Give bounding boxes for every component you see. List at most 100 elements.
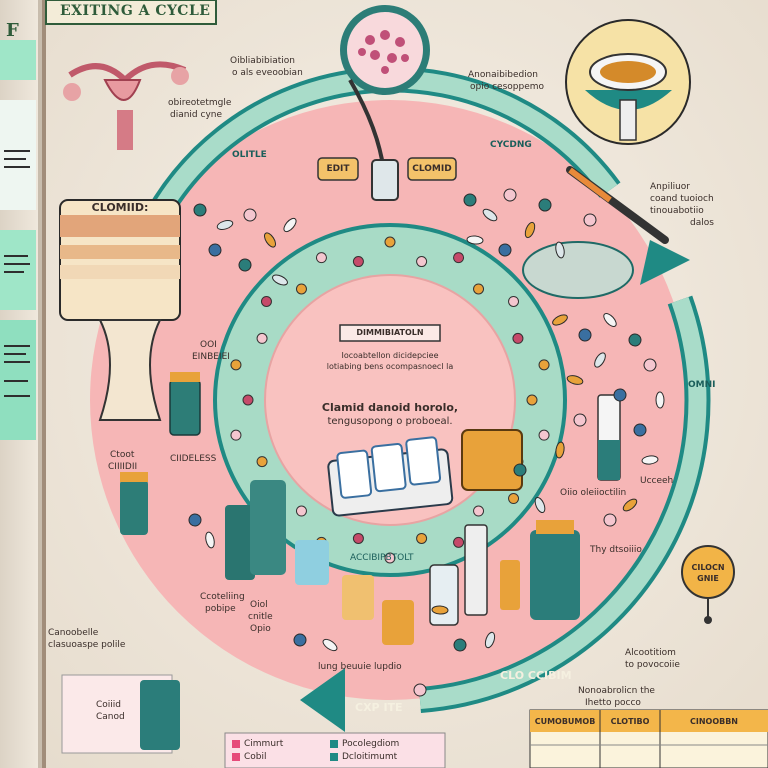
legend-item-2: Cobil	[244, 752, 267, 762]
label-uterus-1: obireotetmgle	[168, 98, 232, 108]
bead	[538, 429, 550, 441]
pill	[503, 188, 517, 202]
center-header-box	[339, 324, 441, 342]
pill	[272, 274, 288, 286]
label-bottom-left-pills-2: pobipe	[205, 604, 236, 614]
vial-bottles	[61, 372, 621, 754]
bead	[295, 283, 307, 295]
pill	[622, 498, 638, 512]
label-left-vial-1: Ctoot	[110, 450, 135, 460]
label-mid-left-1: OOI	[200, 340, 217, 350]
pill	[482, 208, 498, 222]
pill	[583, 213, 597, 227]
label-alocoat-1: Alcootitiom	[625, 648, 676, 658]
legend-item-1: Cimmurt	[244, 739, 284, 749]
pill	[534, 496, 546, 514]
tag-clomid	[407, 157, 457, 181]
ring-outer-left: OLITLE	[232, 150, 267, 160]
tag-edit-label: EDIT	[326, 164, 350, 174]
legend-item-4: Dcloitimumt	[342, 752, 398, 762]
pill	[603, 313, 617, 327]
label-bottom-teal-1: Canoobelle	[48, 628, 99, 638]
ring-bottom-right-arrow: CLO CCIBIM	[500, 669, 572, 682]
label-alocoat-2: to povocoiie	[625, 660, 680, 670]
label-right-panel-1: Anpiliuor	[650, 182, 690, 192]
scattered-pills	[188, 188, 665, 697]
label-top-right-2: opio cesoppemo	[470, 82, 545, 92]
bottom-legend	[224, 732, 446, 768]
pill	[205, 531, 215, 549]
bead	[453, 536, 465, 548]
bead	[508, 295, 520, 307]
label-bottom-left-pills-1: Ccoteliing	[200, 592, 245, 602]
pill	[264, 232, 276, 248]
pill	[566, 375, 584, 385]
bead	[230, 359, 242, 371]
tag-clomiid-label: CLOMIID:	[91, 201, 149, 214]
center-disc	[264, 274, 516, 526]
pill	[431, 605, 449, 615]
pill	[413, 683, 427, 697]
pill	[208, 243, 222, 257]
pill	[538, 198, 552, 212]
label-right-panel-3: tinouabotiio	[650, 206, 704, 216]
right-pill-tray	[522, 166, 669, 299]
arrowhead-right	[640, 240, 690, 285]
label-bottom-center-1: Oiol	[250, 600, 268, 610]
center-header: DIMMIBIATOLN	[356, 328, 424, 337]
label-right-mid-2: Ucceeh	[640, 476, 674, 486]
bead	[352, 532, 364, 544]
pill	[641, 455, 659, 465]
label-bottom-left-box-1: Coiiid	[96, 700, 122, 710]
bead	[242, 394, 254, 406]
pill	[555, 441, 565, 459]
label-uterus-2: dianid cyne	[170, 110, 223, 120]
label-bottom-left-box-2: Canod	[96, 712, 125, 722]
center-subtext-1: Iocoabtellon dicidepciee	[341, 351, 439, 360]
pill	[283, 217, 297, 233]
label-right-mid-1: Oiio oleiioctilin	[560, 488, 627, 498]
bead	[384, 552, 396, 564]
pill	[193, 203, 207, 217]
top-right-bowl	[565, 19, 691, 145]
label-bottom-right-2: Ihetto pocco	[585, 698, 641, 708]
pill	[498, 243, 512, 257]
label-bottom-teal-2: clasuoaspe polile	[48, 640, 126, 650]
center-subtext-2: lotiabing bens ocompasnoecl la	[326, 362, 454, 371]
top-bowl-funnel	[340, 5, 430, 201]
pill	[594, 352, 606, 368]
pill	[484, 631, 496, 649]
pill	[555, 241, 565, 259]
label-right-panel-4: dalos	[690, 218, 714, 228]
pill	[573, 413, 587, 427]
bead	[416, 256, 428, 268]
label-mid-left-2: EINBEIEI	[192, 352, 230, 362]
pill	[578, 328, 592, 342]
pill	[613, 388, 627, 402]
pill	[293, 633, 307, 647]
table-header-3: CINOOBBN	[689, 717, 739, 726]
pill	[603, 513, 617, 527]
ring-right-side: OMNI	[688, 380, 716, 390]
pill	[513, 463, 527, 477]
label-right-mid-3: Thy dtsoiiio	[590, 545, 642, 555]
label-bottom-center-3: Opio	[250, 624, 271, 634]
ring-outer-right: CYCDNG	[490, 140, 532, 150]
bead	[315, 252, 327, 264]
ring-bottom-arrow: CXP ITE	[355, 701, 403, 714]
title-banner	[45, 0, 217, 25]
bead	[295, 505, 307, 517]
bead	[260, 295, 272, 307]
pill	[453, 638, 467, 652]
pill	[216, 220, 234, 230]
left-page-letter: F	[6, 20, 19, 41]
pill	[243, 208, 257, 222]
table-header-2: CLOTIBO	[610, 717, 650, 726]
pill	[655, 391, 665, 409]
bead	[512, 332, 524, 344]
label-top-right-1: Anonaibibedion	[468, 70, 538, 80]
pill	[188, 513, 202, 527]
bead	[256, 456, 268, 468]
